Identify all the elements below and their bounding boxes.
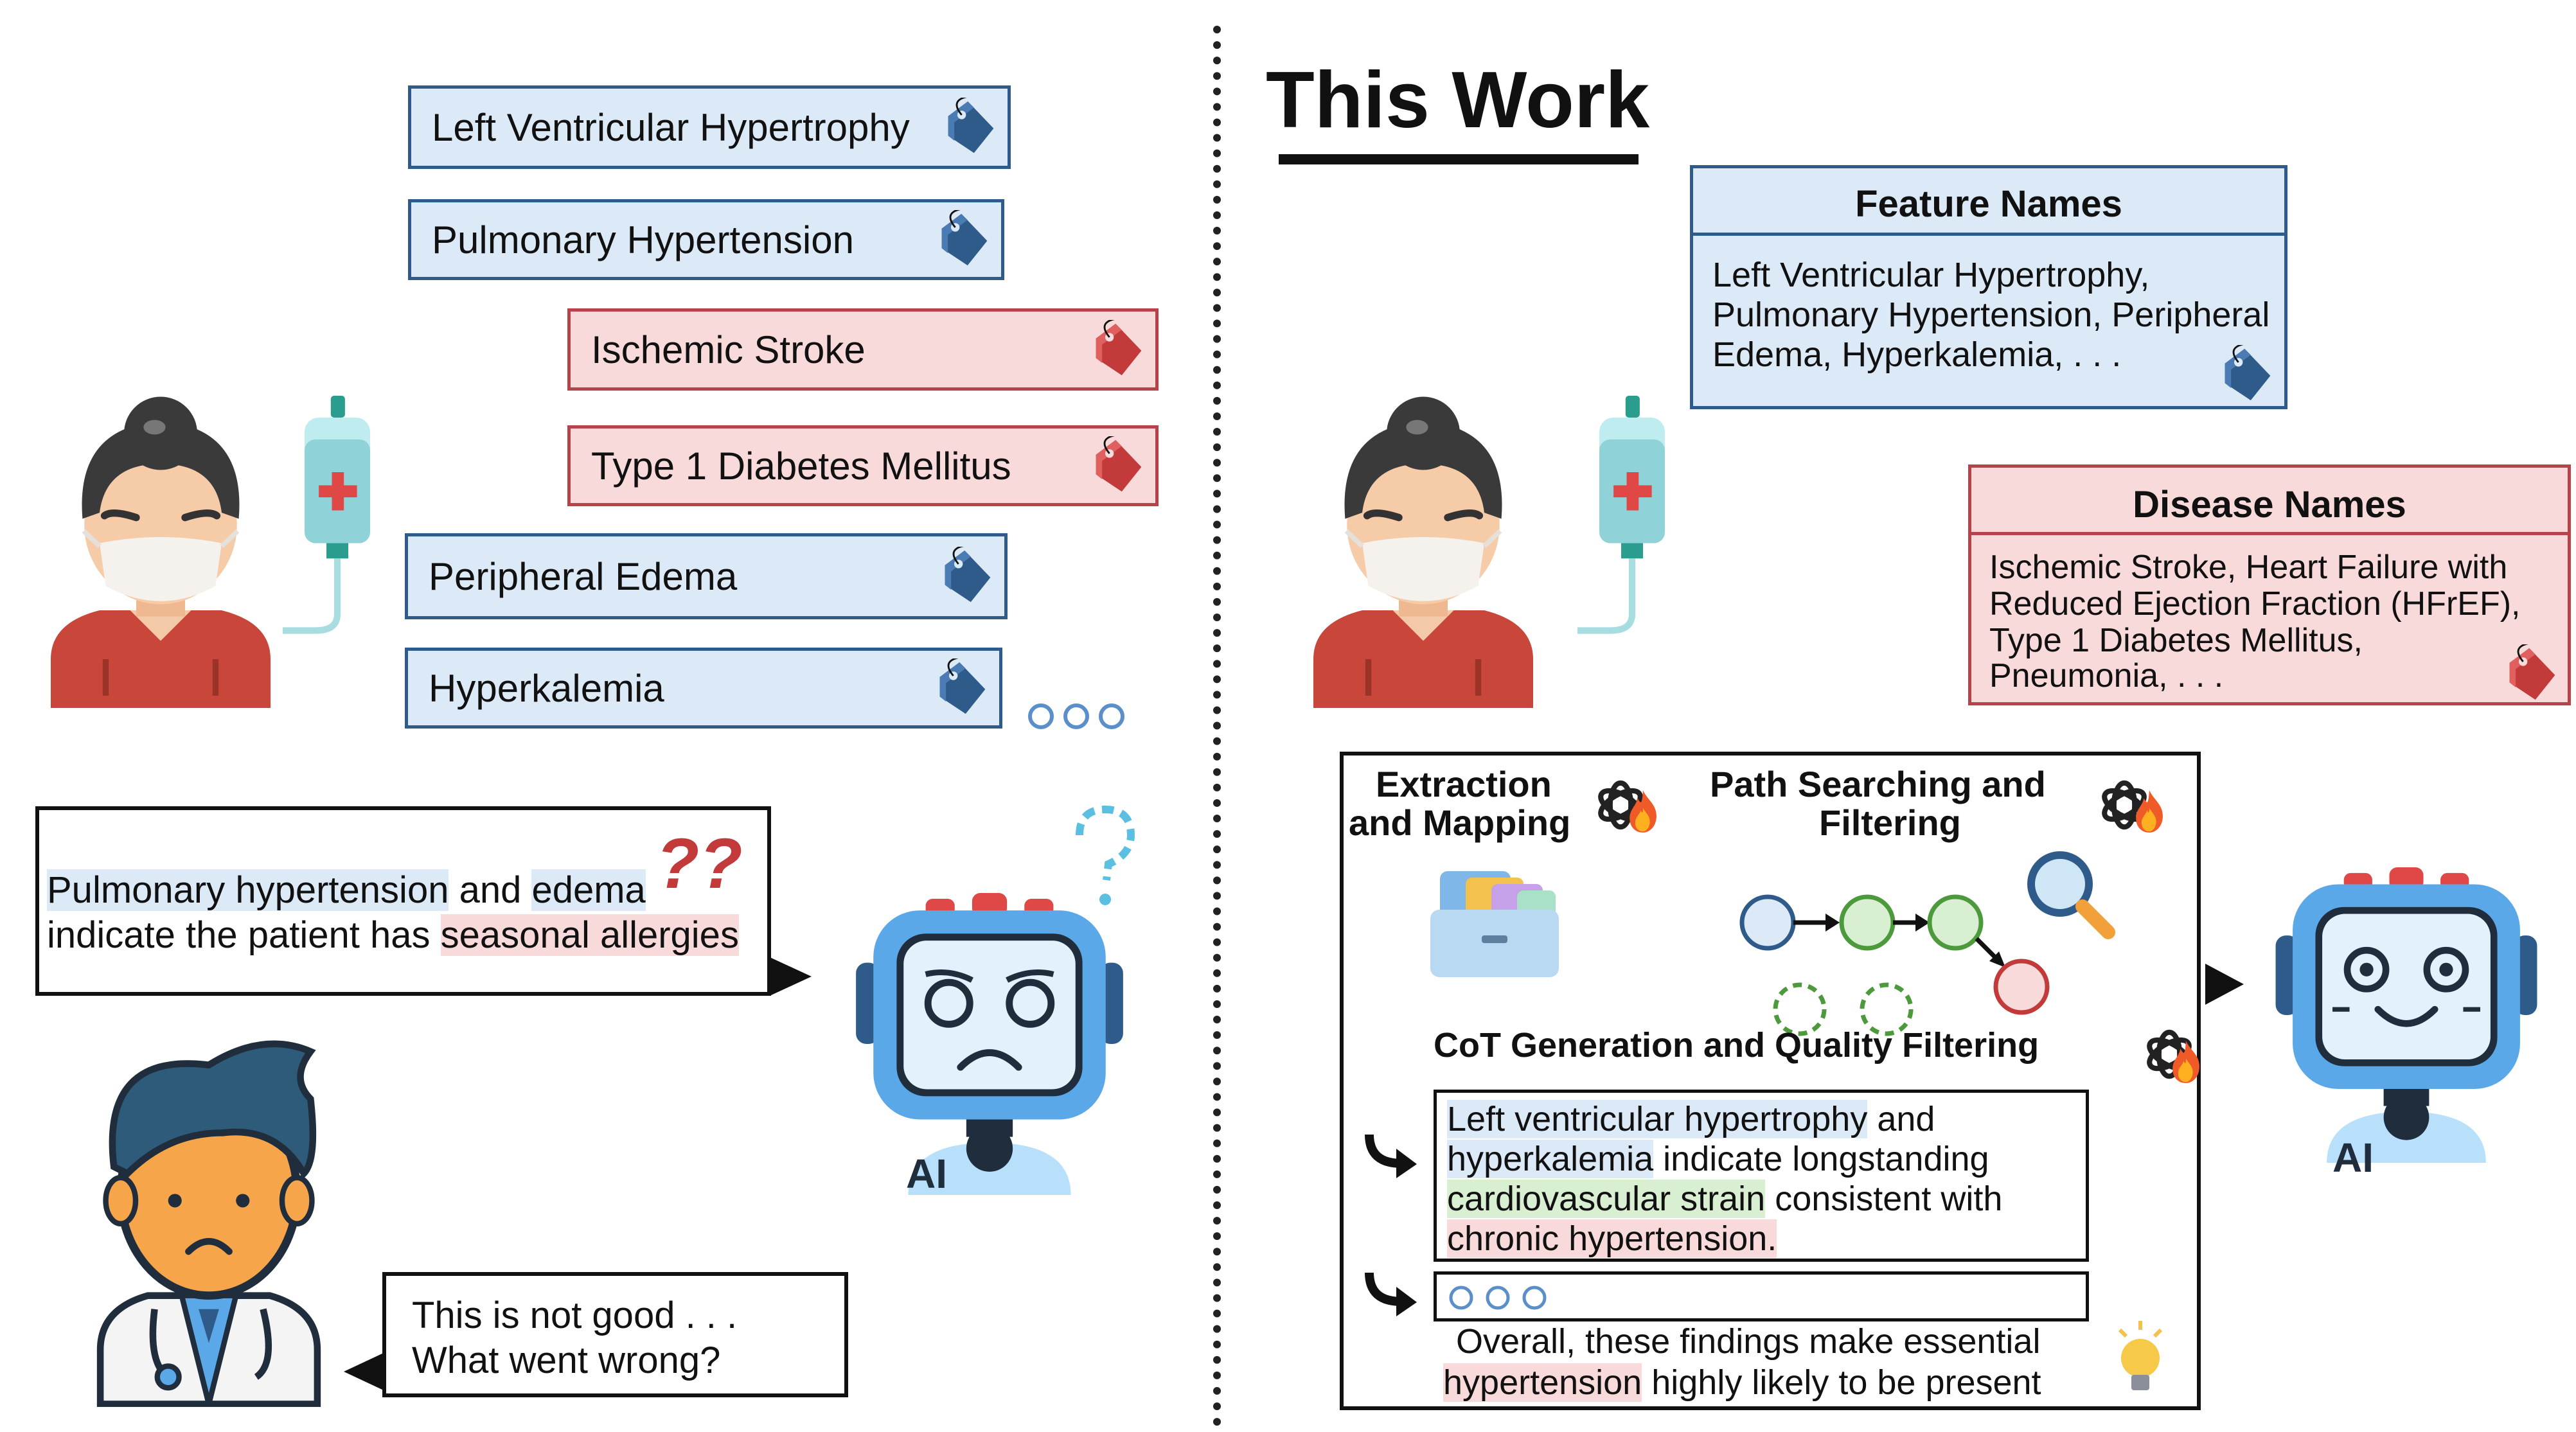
tag-icon [935, 659, 990, 718]
tag-icon [937, 210, 992, 269]
ai-statement-text: Pulmonary hypertension and edema indicat… [47, 868, 767, 958]
tag-icon [1091, 320, 1146, 379]
highlight-disease: hypertension [1443, 1363, 1642, 1402]
disease-names-line4: Pneumonia, . . . [1989, 657, 2224, 694]
robot-sad-icon [829, 893, 1150, 1195]
tag-icon [940, 547, 995, 606]
header-divider [1693, 233, 2284, 236]
tag-label: Peripheral Edema [429, 554, 738, 598]
cot-title: CoT Generation and Quality Filtering [1434, 1026, 2039, 1065]
feature-tag: Pulmonary Hypertension [408, 199, 1004, 280]
tag-icon [2220, 345, 2275, 404]
feature-tag: Peripheral Edema [405, 533, 1008, 619]
cot-text: Left ventricular hypertrophy and hyperka… [1447, 1099, 2090, 1259]
speech-pointer [770, 957, 812, 996]
fire-icon [1626, 789, 1660, 834]
ellipsis-icon [1449, 1286, 1547, 1310]
disease-names-header: Disease Names [2133, 484, 2406, 526]
thinking-question-icon [1076, 805, 1135, 905]
final-line1: Overall, these findings make essential [1456, 1322, 2041, 1361]
iv-bag-icon [1577, 379, 1687, 675]
right-panel: This Work Feature Names Left Ventricular… [1224, 0, 2576, 1432]
patient-icon [1301, 379, 1545, 720]
highlight-intermediate: cardiovascular strain [1447, 1180, 1766, 1218]
highlight-disease: chronic hypertension. [1447, 1219, 1777, 1258]
fire-icon [2169, 1039, 2203, 1084]
fire-icon [2133, 789, 2166, 834]
extraction-title-line2: and Mapping [1349, 802, 1571, 843]
panel-divider [1213, 26, 1221, 1426]
doctor-reply-line1: This is not good . . . [412, 1295, 738, 1336]
statement-text: indicate the patient has [47, 914, 441, 956]
tag-label: Ischemic Stroke [591, 328, 866, 371]
tag-label: Pulmonary Hypertension [432, 218, 854, 261]
speech-pointer [344, 1352, 385, 1391]
feature-names-header: Feature Names [1855, 183, 2122, 225]
patient-icon [39, 379, 283, 720]
disease-names-line2: Reduced Ejection Fraction (HFrEF), [1989, 585, 2521, 623]
highlight-feature: Left ventricular hypertrophy [1447, 1100, 1868, 1138]
cot-text-part: indicate longstanding [1653, 1140, 1989, 1178]
doctor-icon [87, 1021, 331, 1407]
question-marks-icon: ?? [656, 824, 743, 903]
title-underline [1279, 154, 1639, 164]
doctor-speech-bubble: This is not good . . . What went wrong? [382, 1272, 848, 1397]
tag-icon [1091, 436, 1146, 495]
tag-icon [2505, 644, 2560, 703]
feature-names-line3: Edema, Hyperkalemia, . . . [1712, 335, 2122, 374]
path-title-line1: Path Searching and [1710, 764, 2046, 804]
doctor-reply-line2: What went wrong? [412, 1339, 721, 1381]
path-graph-icon [1739, 894, 2050, 1036]
feature-names-line1: Left Ventricular Hypertrophy, [1712, 256, 2150, 294]
path-title-line2: Filtering [1819, 802, 1961, 843]
disease-names-box: Disease Names Ischemic Stroke, Heart Fai… [1968, 464, 2571, 705]
folder-icon [1430, 871, 1559, 977]
final-conclusion: Overall, these findings make essential h… [1443, 1321, 2118, 1403]
final-rest: highly likely to be present [1642, 1363, 2041, 1402]
left-panel: Left Ventricular Hypertrophy Pulmonary H… [0, 0, 1208, 1432]
highlight-feature: edema [531, 869, 646, 911]
ai-speech-bubble: Pulmonary hypertension and edema indicat… [35, 806, 771, 996]
robot-ai-label: AI [2332, 1135, 2374, 1181]
feature-names-line2: Pulmonary Hypertension, Peripheral [1712, 296, 2270, 334]
robot-happy-icon [2252, 867, 2561, 1163]
feature-tag: Left Ventricular Hypertrophy [408, 85, 1011, 169]
highlight-feature: Pulmonary hypertension [47, 869, 449, 911]
ellipsis-icon [1028, 703, 1124, 729]
cot-ellipsis-box [1434, 1271, 2089, 1322]
highlight-disease: seasonal allergies [440, 914, 739, 956]
page-title: This Work [1266, 56, 1650, 145]
tag-label: Type 1 Diabetes Mellitus [591, 444, 1011, 488]
extraction-title-line1: Extraction [1376, 764, 1552, 804]
pipeline-box: Extraction and Mapping Path Searching an… [1340, 752, 2201, 1410]
feature-tag: Hyperkalemia [405, 648, 1002, 729]
cot-reasoning-box: Left ventricular hypertrophy and hyperka… [1434, 1090, 2089, 1262]
tag-label: Left Ventricular Hypertrophy [432, 105, 910, 149]
tag-label: Hyperkalemia [429, 666, 664, 710]
highlight-feature: hyperkalemia [1447, 1140, 1654, 1178]
disease-tag: Type 1 Diabetes Mellitus [567, 425, 1159, 506]
disease-names-line1: Ischemic Stroke, Heart Failure with [1989, 549, 2508, 586]
lightbulb-icon [2118, 1321, 2163, 1390]
statement-text: and [449, 869, 532, 911]
feature-names-box: Feature Names Left Ventricular Hypertrop… [1690, 165, 2287, 409]
tag-icon [943, 98, 999, 157]
disease-names-line3: Type 1 Diabetes Mellitus, [1989, 622, 2363, 659]
cot-text-part: and [1867, 1100, 1935, 1138]
iv-bag-icon [283, 379, 392, 675]
curved-arrow-icon [1365, 1272, 1417, 1316]
header-divider [1971, 532, 2568, 535]
magnifier-icon [2027, 851, 2115, 939]
pipeline-pointer [2205, 964, 2244, 1005]
robot-ai-label: AI [906, 1151, 947, 1197]
cot-text-part: consistent with [1765, 1180, 2003, 1218]
disease-tag: Ischemic Stroke [567, 308, 1159, 391]
curved-arrow-icon [1365, 1134, 1417, 1178]
